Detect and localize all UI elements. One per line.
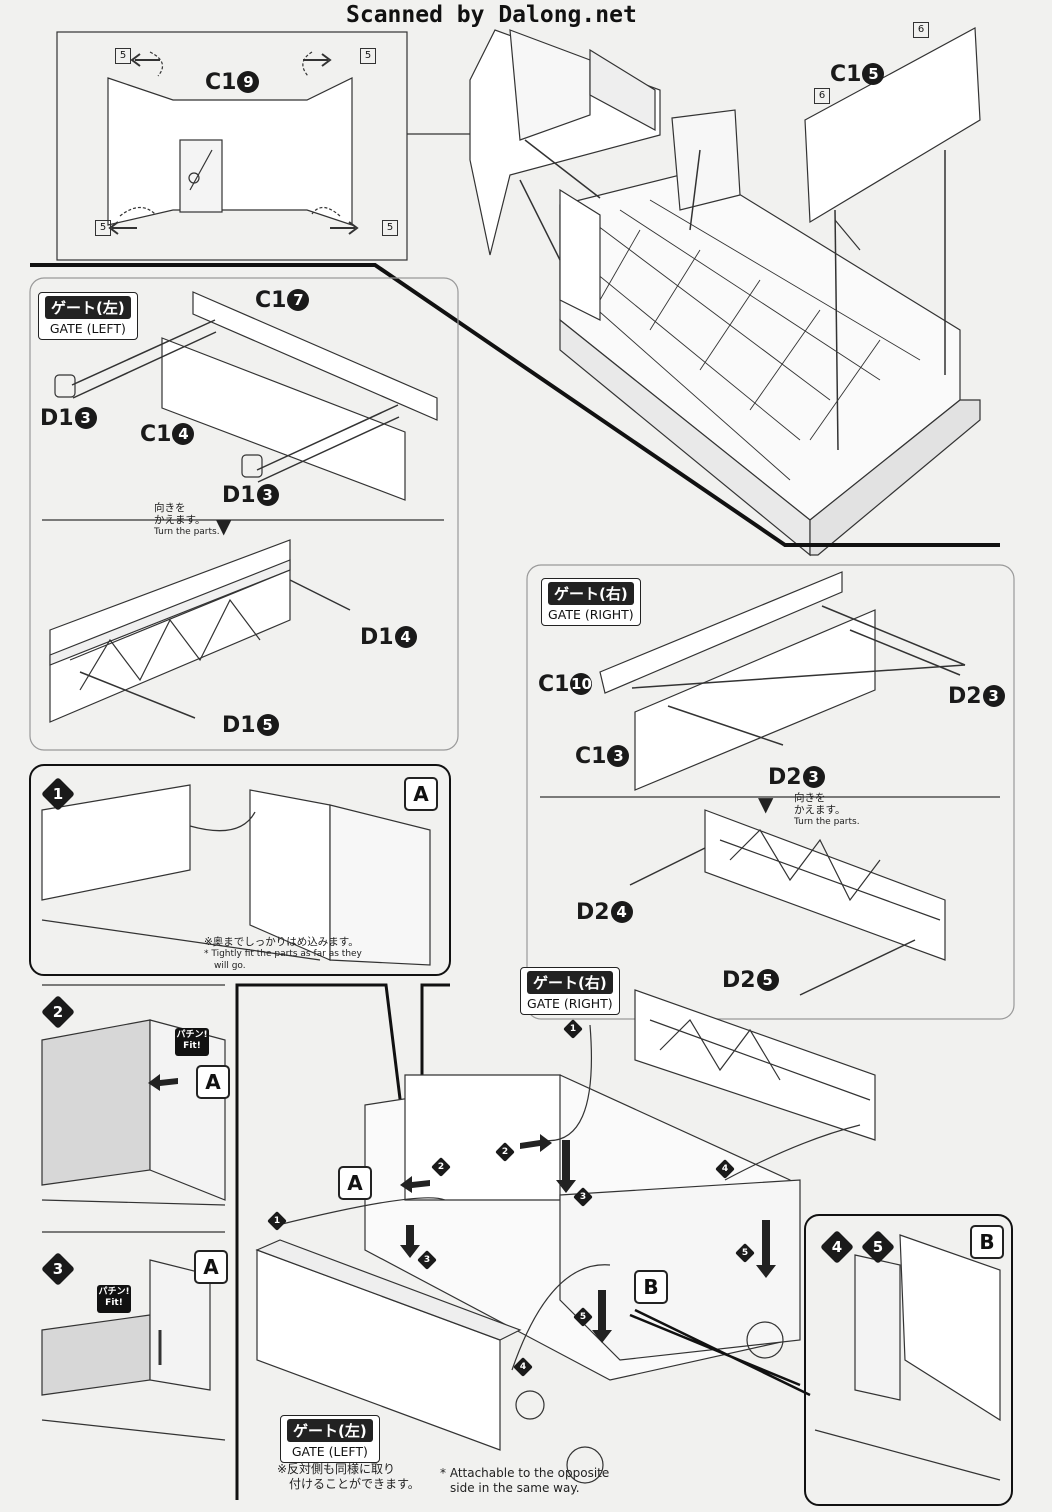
down-chevron-icon: ▼ bbox=[216, 514, 232, 538]
step-3-small-marker: 3 bbox=[573, 1187, 593, 1207]
step-5-small-marker: 5 bbox=[573, 1307, 593, 1327]
page-ref-6: 6 bbox=[913, 22, 929, 38]
fit-click-badge: パチン!Fit! bbox=[97, 1285, 131, 1313]
c19-inset-frame bbox=[56, 31, 408, 261]
gate-right-label-2: ゲート(右) GATE (RIGHT) bbox=[520, 967, 620, 1015]
turn-parts-en: Turn the parts. bbox=[154, 527, 220, 537]
opposite-side-note-jp: ※反対側も同様に取り 付けることができます。 bbox=[277, 1462, 420, 1491]
gate-left-en: GATE (LEFT) bbox=[49, 321, 126, 336]
watermark: Scanned by Dalong.net bbox=[346, 2, 637, 28]
step-1-small-marker: 1 bbox=[267, 1211, 287, 1231]
page-ref-5: 5 bbox=[95, 220, 111, 236]
gate-right-en: GATE (RIGHT) bbox=[527, 996, 613, 1011]
tight-fit-en2: will go. bbox=[214, 961, 246, 971]
turn-parts-en: Turn the parts. bbox=[794, 817, 860, 827]
callout-a-badge: A bbox=[404, 777, 438, 811]
step-1-marker: 1 bbox=[41, 777, 75, 811]
turn-parts-jp1: 向きを bbox=[794, 792, 826, 804]
page-ref-5: 5 bbox=[360, 48, 376, 64]
turn-parts-note-left: 向きを かえます。 Turn the parts. bbox=[154, 502, 220, 538]
step-5-marker: 5 bbox=[861, 1230, 895, 1264]
callout-b-badge: B bbox=[970, 1225, 1004, 1259]
step-4-marker: 4 bbox=[820, 1230, 854, 1264]
turn-parts-note-right: 向きを かえます。 Turn the parts. bbox=[794, 792, 860, 828]
step-5-small-marker: 5 bbox=[735, 1243, 755, 1263]
turn-parts-jp1: 向きを bbox=[154, 502, 186, 514]
callout-a-badge: A bbox=[196, 1065, 230, 1099]
page-ref-5: 5 bbox=[382, 220, 398, 236]
page-ref-5: 5 bbox=[115, 48, 131, 64]
gate-left-label: ゲート(左) GATE (LEFT) bbox=[38, 292, 138, 340]
step-2-small-marker: 2 bbox=[431, 1157, 451, 1177]
gate-left-jp: ゲート(左) bbox=[287, 1419, 373, 1442]
gate-right-jp: ゲート(右) bbox=[527, 971, 613, 994]
step-2-small-marker: 2 bbox=[495, 1142, 515, 1162]
step-1-small-marker: 1 bbox=[563, 1019, 583, 1039]
tight-fit-jp: ※奥までしっかりはめ込みます。 bbox=[204, 936, 359, 948]
callout-b-badge: B bbox=[634, 1270, 668, 1304]
step-3-small-marker: 3 bbox=[417, 1250, 437, 1270]
callout-a-badge: A bbox=[194, 1250, 228, 1284]
step-2-marker: 2 bbox=[41, 995, 75, 1029]
step-4-small-marker: 4 bbox=[715, 1159, 735, 1179]
tight-fit-note: ※奥までしっかりはめ込みます。 * Tightly fit the parts … bbox=[204, 936, 362, 972]
page-ref-6: 6 bbox=[814, 88, 830, 104]
gate-right-jp: ゲート(右) bbox=[548, 582, 634, 605]
turn-parts-jp2: かえます。 bbox=[154, 514, 206, 526]
step-4-small-marker: 4 bbox=[513, 1357, 533, 1377]
tight-fit-en1: * Tightly fit the parts as far as they bbox=[204, 949, 362, 959]
gate-left-jp: ゲート(左) bbox=[45, 296, 131, 319]
gate-right-label: ゲート(右) GATE (RIGHT) bbox=[541, 578, 641, 626]
down-chevron-icon: ▼ bbox=[758, 792, 774, 816]
opposite-side-note-en: * Attachable to the opposite side in the… bbox=[440, 1466, 610, 1495]
gate-left-en: GATE (LEFT) bbox=[291, 1444, 368, 1459]
turn-parts-jp2: かえます。 bbox=[794, 804, 846, 816]
gate-right-en: GATE (RIGHT) bbox=[548, 607, 634, 622]
callout-a-badge: A bbox=[338, 1166, 372, 1200]
fit-click-badge: パチン!Fit! bbox=[175, 1028, 209, 1056]
gate-left-label-2: ゲート(左) GATE (LEFT) bbox=[280, 1415, 380, 1463]
step-3-marker: 3 bbox=[41, 1252, 75, 1286]
